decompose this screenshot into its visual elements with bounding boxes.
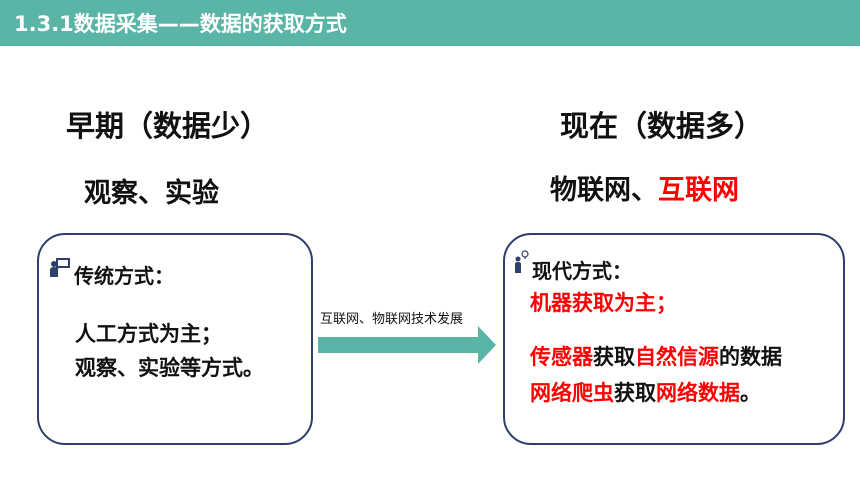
web-crawler-text: 网络爬虫 <box>530 381 614 405</box>
idea-person-icon <box>515 250 529 273</box>
acquire-text: 获取 <box>593 345 635 369</box>
modern-title: 现代方式： <box>532 259 632 283</box>
modern-method-box <box>503 233 845 445</box>
arrow-label: 互联网、物联网技术发展 <box>320 312 464 327</box>
natural-source-text: 自然信源 <box>635 345 719 369</box>
network-data-text: 网络数据 <box>656 381 740 405</box>
now-subheading-black: 物联网、 <box>550 175 658 206</box>
presenter-icon <box>50 258 70 277</box>
acquire-text-2: 获取 <box>614 381 656 405</box>
modern-line-2: 传感器获取自然信源的数据 <box>530 341 782 373</box>
modern-line-3: 网络爬虫获取网络数据。 <box>530 377 761 409</box>
now-heading: 现在（数据多） <box>560 109 764 143</box>
header-bar: 1.3.1数据采集——数据的获取方式 <box>0 0 860 46</box>
period-text: 。 <box>740 381 761 405</box>
modern-line-1: 机器获取为主； <box>530 291 677 315</box>
traditional-line-2: 观察、实验等方式。 <box>75 356 264 380</box>
sensor-text: 传感器 <box>530 345 593 369</box>
right-arrow-icon <box>318 326 496 364</box>
early-subheading: 观察、实验 <box>84 178 219 209</box>
now-subheading-red: 互联网 <box>658 175 739 206</box>
early-heading: 早期（数据少） <box>66 109 270 143</box>
traditional-title: 传统方式： <box>74 264 174 288</box>
traditional-method-box <box>37 233 313 445</box>
traditional-line-1: 人工方式为主； <box>75 322 222 346</box>
data-text: 的数据 <box>719 345 782 369</box>
now-subheading: 物联网、互联网 <box>550 168 739 207</box>
page-title: 1.3.1数据采集——数据的获取方式 <box>14 12 347 36</box>
